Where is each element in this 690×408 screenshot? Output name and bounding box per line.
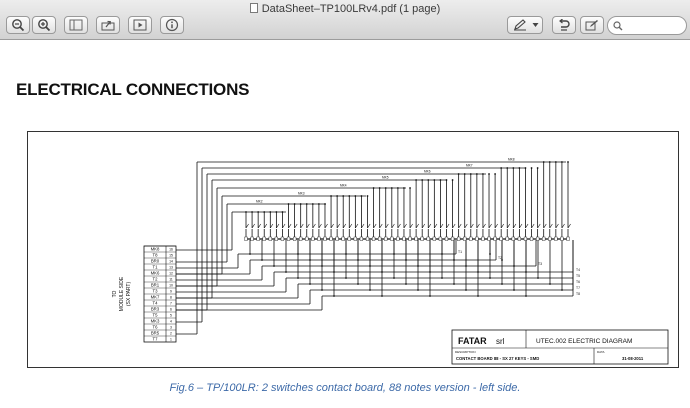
search-field[interactable] xyxy=(607,16,687,35)
bus-label: MK4 xyxy=(340,184,347,188)
zoom-in-icon xyxy=(38,19,51,32)
pin-number: 6 xyxy=(170,308,172,312)
sidebar-toggle-icon xyxy=(69,19,83,31)
zoom-in-button[interactable] xyxy=(32,16,56,34)
connector-label: T2 xyxy=(152,277,158,282)
pin-number: 16 xyxy=(169,248,173,252)
title-block-date-label: DATA xyxy=(597,350,605,354)
bus-label: MK6 xyxy=(424,170,431,174)
pen-markup-button[interactable] xyxy=(507,16,543,34)
share-button[interactable] xyxy=(96,16,120,34)
pin-number: 9 xyxy=(170,290,172,294)
pin-number: 8 xyxy=(170,296,172,300)
title-block-company: FATAR xyxy=(458,336,487,346)
window-title: DataSheet–TP100LRv4.pdf (1 page) xyxy=(0,3,690,15)
pen-markup-icon xyxy=(514,19,526,31)
note-line-label: T5 xyxy=(576,274,580,278)
zoom-out-icon xyxy=(12,19,25,32)
side-label-line-1: TO xyxy=(112,290,118,297)
edit-toolbar-button[interactable] xyxy=(580,16,604,34)
connector-label: T1 xyxy=(152,265,158,270)
title-block-date: 31-08-2011 xyxy=(622,356,644,361)
pin-number: 7 xyxy=(170,302,172,306)
bus-label: MK2 xyxy=(256,200,263,204)
title-block-company-suffix: srl xyxy=(496,337,505,346)
note-line-label: T3 xyxy=(538,262,542,266)
title-block: FATAR srl UTEC.002 ELECTRIC DIAGRAM DESC… xyxy=(451,329,669,365)
connector-label: T5 xyxy=(152,313,158,318)
pin-number: 4 xyxy=(170,320,172,324)
note-line-label: T8 xyxy=(576,292,580,296)
connector-label: BR1 xyxy=(151,283,160,288)
note-line-label: T2 xyxy=(498,256,502,260)
pin-number: 15 xyxy=(169,254,173,258)
connector-label: T4 xyxy=(152,301,158,306)
pin-number: 11 xyxy=(169,278,173,282)
search-input[interactable] xyxy=(626,18,686,33)
info-icon xyxy=(165,18,179,32)
side-label-line-2: MODULE SIDE xyxy=(119,276,125,311)
pin-number: 10 xyxy=(169,284,173,288)
connector-label: T6 xyxy=(152,325,158,330)
connector-label: MK6 xyxy=(151,271,160,276)
chevron-down-icon xyxy=(532,23,539,27)
bus-label: MK3 xyxy=(298,192,305,196)
pin-number: 2 xyxy=(170,332,172,336)
slideshow-icon xyxy=(133,19,147,31)
bus-label: MK5 xyxy=(382,176,389,180)
note-line-label: T6 xyxy=(576,280,580,284)
connector-label: MK7 xyxy=(151,295,160,300)
edit-toolbar-icon xyxy=(585,20,598,31)
figure-caption: Fig.6 – TP/100LR: 2 switches contact boa… xyxy=(169,382,521,394)
side-label-line-3: (SX PART) xyxy=(126,282,132,307)
pin-number: 13 xyxy=(169,266,173,270)
bus-label: MK8 xyxy=(508,158,515,162)
connector-label: BR0 xyxy=(151,259,160,264)
pdf-document-icon xyxy=(249,3,258,13)
window-toolbar: DataSheet–TP100LRv4.pdf (1 page) xyxy=(0,0,690,40)
sidebar-button[interactable] xyxy=(64,16,88,34)
info-button[interactable] xyxy=(160,16,184,34)
title-block-doc-title: UTEC.002 ELECTRIC DIAGRAM xyxy=(536,338,632,345)
zoom-out-button[interactable] xyxy=(6,16,30,34)
slideshow-button[interactable] xyxy=(128,16,152,34)
rotate-button[interactable] xyxy=(552,16,576,34)
title-block-description: CONTACT BOARD 88 - SX 27 KEYS - SMD xyxy=(456,356,539,361)
connector-label: T7 xyxy=(152,337,158,342)
share-icon xyxy=(101,20,115,31)
connector-label: T8 xyxy=(152,253,158,258)
title-block-description-label: DESCRIPTION xyxy=(455,350,476,354)
rotate-icon xyxy=(559,19,570,31)
note-line-label: T4 xyxy=(576,268,580,272)
pin-number: 14 xyxy=(169,260,173,264)
section-heading: ELECTRICAL CONNECTIONS xyxy=(16,80,250,99)
connector-label: BR3 xyxy=(151,307,160,312)
bus-label: MK7 xyxy=(466,164,473,168)
connector-label: MK8 xyxy=(151,247,160,252)
pin-number: 3 xyxy=(170,326,172,330)
pin-number: 5 xyxy=(170,314,172,318)
note-line-label: T7 xyxy=(576,286,580,290)
module-side-label: TO MODULE SIDE (SX PART) xyxy=(112,276,132,311)
pin-number: 12 xyxy=(169,272,173,276)
search-icon xyxy=(613,20,623,30)
note-line-label: T1 xyxy=(458,250,462,254)
window-title-text: DataSheet–TP100LRv4.pdf (1 page) xyxy=(261,3,441,15)
connector-label: T3 xyxy=(152,289,158,294)
connector-label: BR5 xyxy=(151,331,160,336)
pin-number: 1 xyxy=(170,338,172,342)
connector-label: MK3 xyxy=(151,319,160,324)
